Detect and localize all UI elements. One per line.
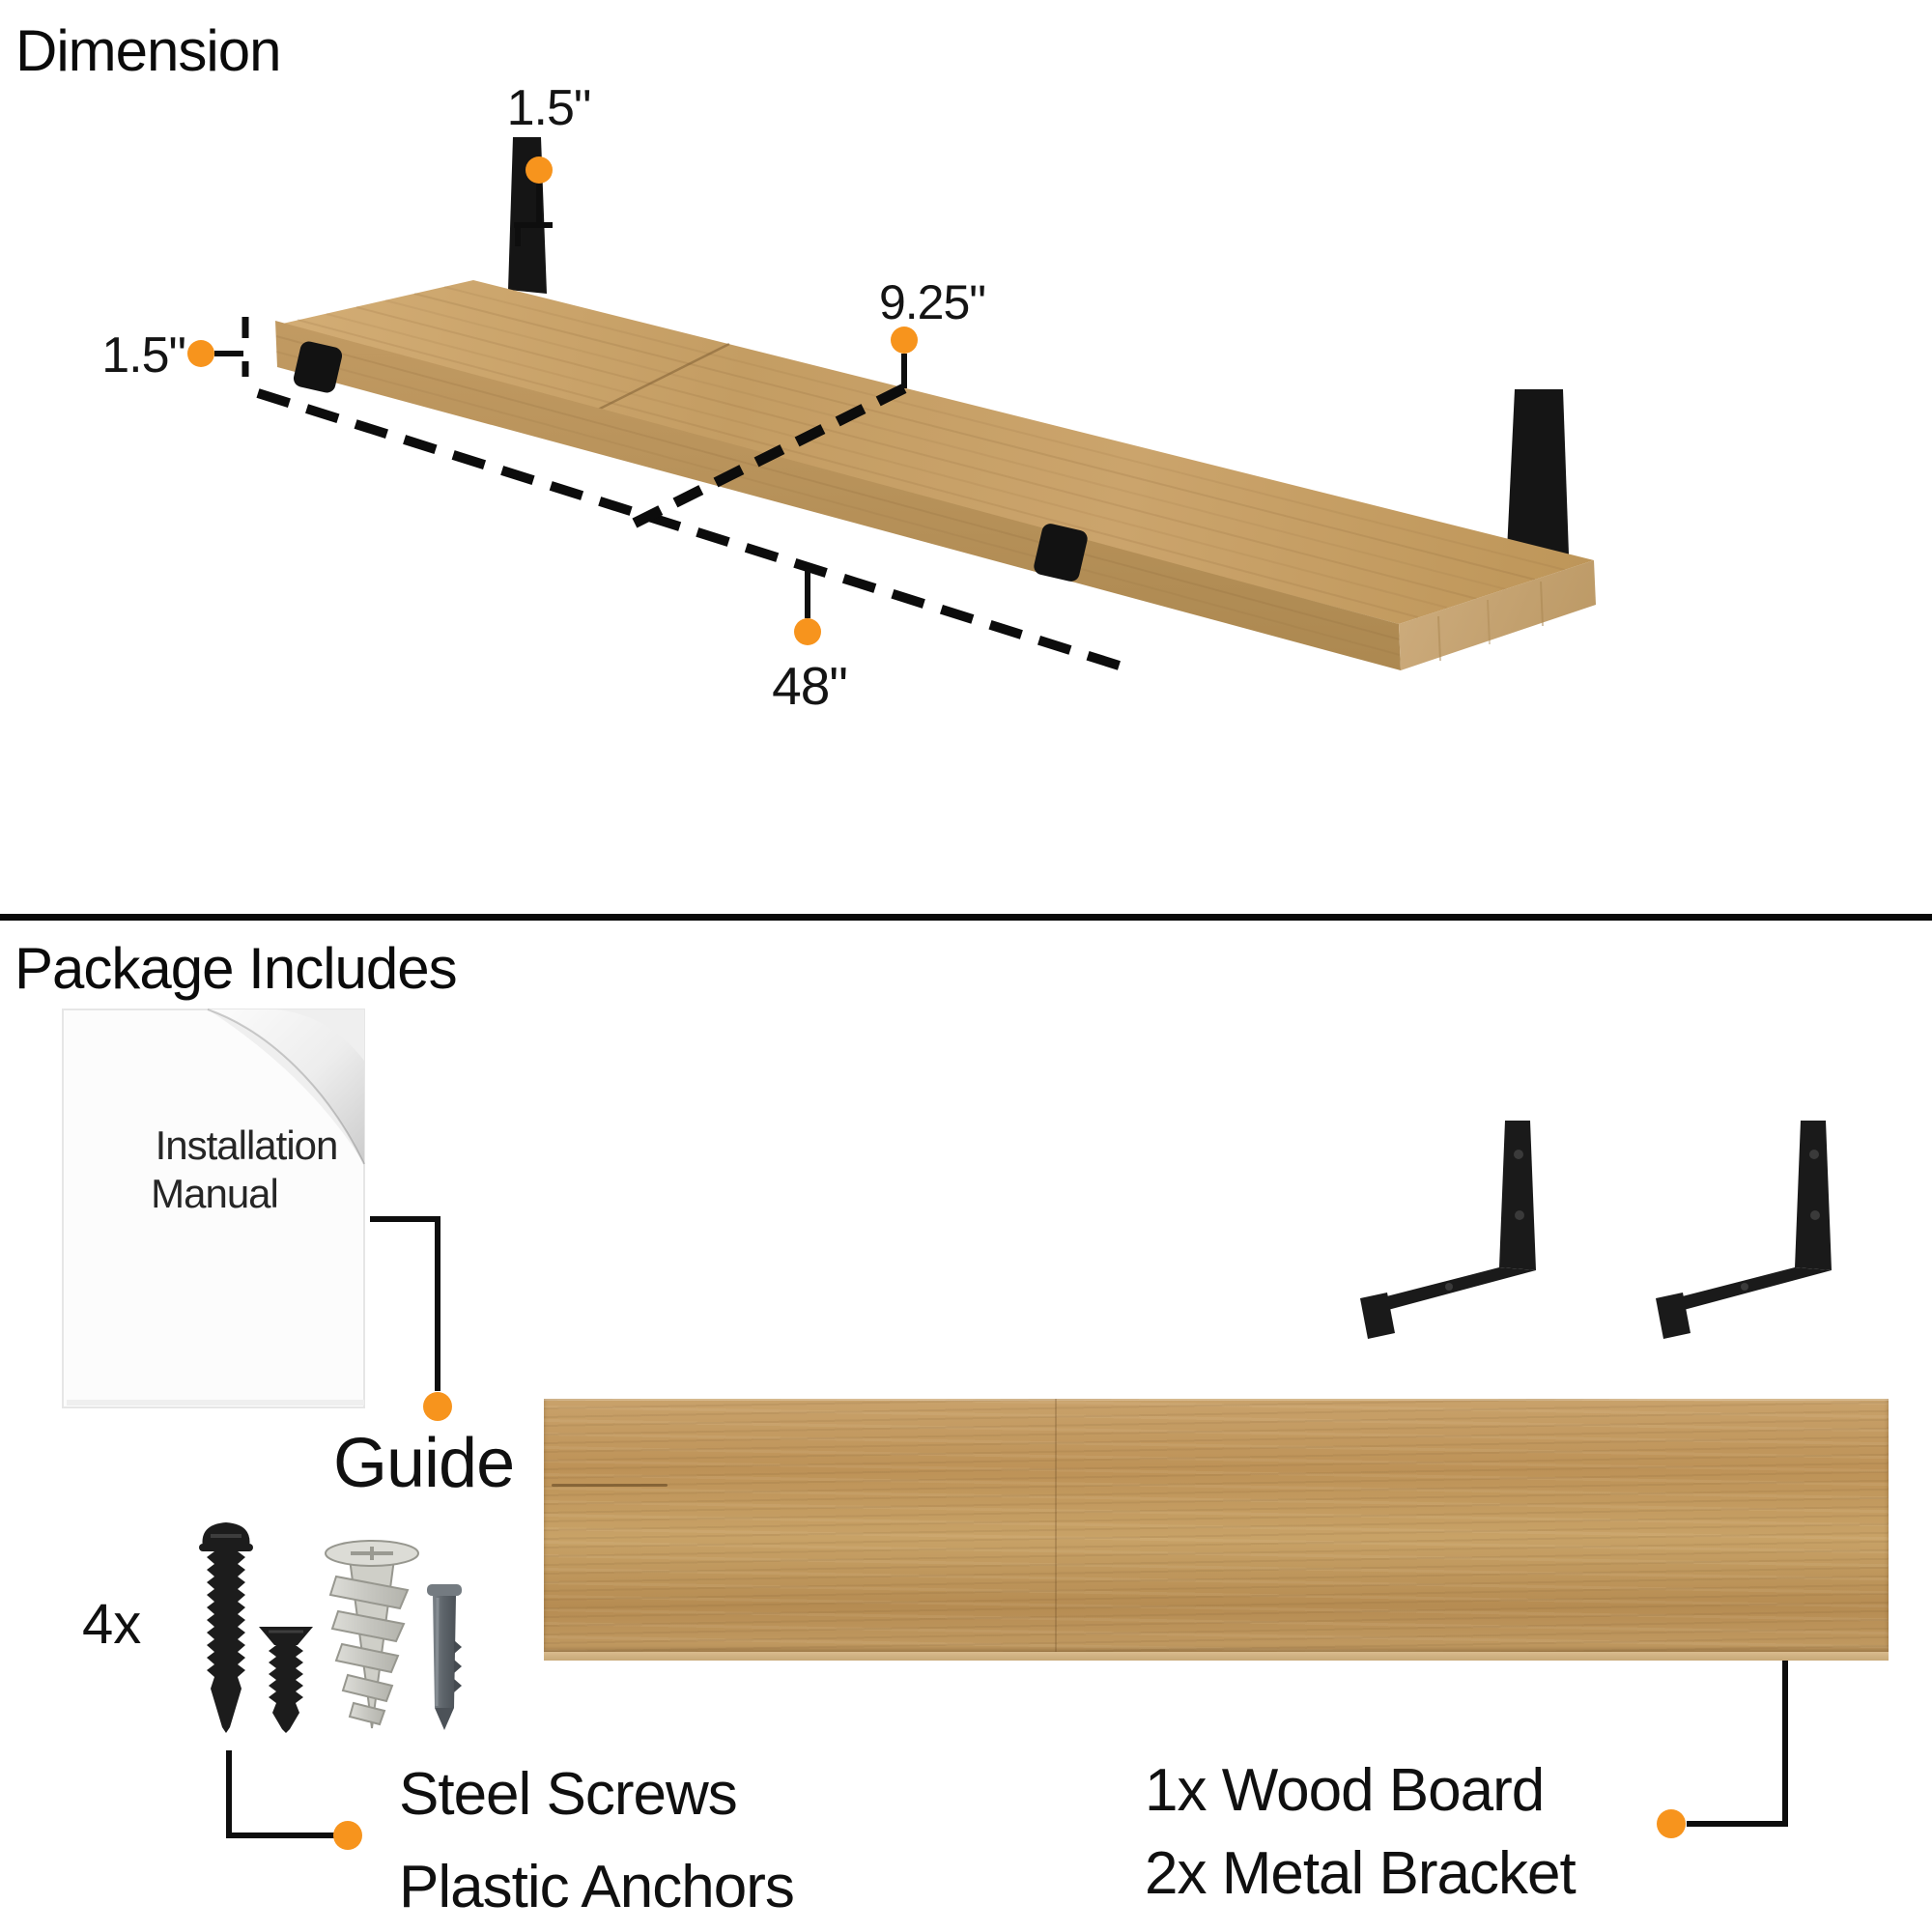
leader-dot xyxy=(1657,1809,1686,1838)
board-connector-line xyxy=(1687,1656,1788,1827)
depth-label: 9.25" xyxy=(878,275,986,329)
drywall-anchor-icon xyxy=(325,1540,419,1729)
guide-label: Guide xyxy=(333,1425,515,1502)
thickness-label: 1.5" xyxy=(101,327,186,384)
manual-title-line1: Installation xyxy=(155,1122,339,1168)
long-screw-icon xyxy=(199,1522,253,1733)
leader-dot xyxy=(333,1821,362,1850)
left-bracket-lip-icon xyxy=(293,341,343,393)
leader-dot xyxy=(187,340,214,367)
bracket-width-label: 1.5" xyxy=(506,80,592,136)
bracket-width-leader xyxy=(514,184,553,246)
shelf-dimension-diagram xyxy=(187,137,1596,673)
hardware-label-line1: Steel Screws xyxy=(399,1761,738,1828)
hardware-connector-line xyxy=(226,1750,334,1838)
package-section-title: Package Includes xyxy=(14,936,458,1001)
dimension-section-title: Dimension xyxy=(15,18,281,83)
manual-title-line2: Manual xyxy=(151,1171,279,1216)
short-screw-icon xyxy=(259,1627,313,1733)
wood-board-image xyxy=(544,1399,1889,1661)
right-bracket-lip-icon xyxy=(1034,524,1088,582)
length-label: 48" xyxy=(772,656,848,716)
page-curl-icon xyxy=(207,1009,365,1165)
leader-dot xyxy=(891,327,918,354)
package-contents-graphics xyxy=(62,1009,1832,1850)
guide-connector-line xyxy=(370,1216,440,1391)
leader-dot xyxy=(794,618,821,645)
wood-seam xyxy=(1054,1399,1057,1652)
plastic-anchor-icon xyxy=(427,1584,462,1730)
hardware-label-line2: Plastic Anchors xyxy=(399,1854,795,1920)
hardware-qty-label: 4x xyxy=(82,1593,142,1656)
contents-label-line1: 1x Wood Board xyxy=(1145,1757,1545,1824)
depth-dashed-line xyxy=(631,384,907,528)
metal-bracket-icon xyxy=(1360,1121,1536,1339)
leader-dot xyxy=(526,156,553,184)
wood-shelf-board-illustration xyxy=(275,280,1596,670)
right-bracket-plate-icon xyxy=(1507,389,1569,554)
metal-bracket-icon xyxy=(1656,1121,1832,1339)
thickness-leader xyxy=(214,317,249,377)
wood-grain-crack xyxy=(552,1484,668,1487)
section-divider xyxy=(0,914,1932,921)
contents-label-line2: 2x Metal Bracket xyxy=(1145,1840,1577,1907)
leader-dot xyxy=(423,1392,452,1421)
